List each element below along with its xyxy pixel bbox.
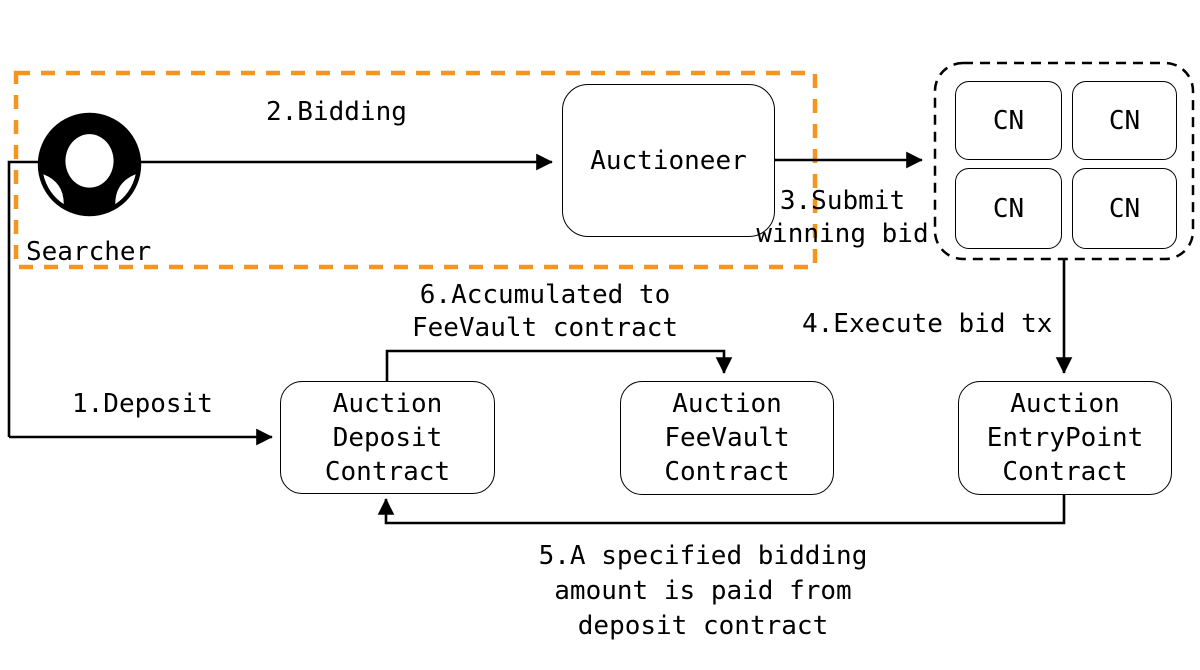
step3-line: 3.Submit <box>779 186 906 216</box>
searcher-dashed-boundary <box>13 70 818 270</box>
cn-node: CN <box>955 81 1062 160</box>
deposit-contract-line: Auction <box>332 388 443 419</box>
deposit-contract-line: Deposit <box>332 422 443 453</box>
step6-label: 6.Accumulated to FeeVault contract <box>410 279 680 345</box>
step4-label: 4.Execute bid tx <box>802 309 1053 339</box>
step3-line: winning bid <box>756 219 929 249</box>
payment-arrow <box>377 493 1066 525</box>
cn-node: CN <box>1072 168 1177 249</box>
entrypoint-contract-line: EntryPoint <box>986 423 1144 453</box>
deposit-contract-node: Auction Deposit Contract <box>280 381 495 494</box>
step2-label: 2.Bidding <box>266 97 407 127</box>
auctioneer-label: Auctioneer <box>590 145 747 176</box>
feevault-contract-line: Auction <box>672 389 782 419</box>
cn-label: CN <box>1108 105 1141 136</box>
cn-label: CN <box>1108 193 1141 224</box>
searcher-label: Searcher <box>26 237 152 267</box>
feevault-contract-node: Auction FeeVault Contract <box>620 381 834 495</box>
feevault-contract-line: FeeVault <box>664 423 790 453</box>
step6-line: FeeVault contract <box>411 313 679 343</box>
step5-line: deposit contract <box>577 611 829 641</box>
entrypoint-contract-line: Contract <box>1002 457 1128 487</box>
entrypoint-contract-node: Auction EntryPoint Contract <box>958 381 1172 495</box>
cn-label: CN <box>992 105 1025 136</box>
cn-node: CN <box>955 168 1062 249</box>
cn-node: CN <box>1072 81 1177 160</box>
step1-label: 1.Deposit <box>72 389 213 419</box>
feevault-contract-line: Contract <box>664 457 790 487</box>
accumulate-arrow <box>385 349 733 381</box>
bidding-arrow <box>7 153 553 437</box>
step3-label: 3.Submit winning bid <box>750 185 935 251</box>
step6-line: 6.Accumulated to <box>419 280 671 310</box>
cn-label: CN <box>992 193 1025 224</box>
step5-line: 5.A specified bidding <box>538 541 868 571</box>
step5-label: 5.A specified bidding amount is paid fro… <box>478 539 928 644</box>
person-icon <box>37 112 142 217</box>
deposit-contract-line: Contract <box>324 456 451 487</box>
entrypoint-contract-line: Auction <box>1010 389 1120 419</box>
step5-line: amount is paid from <box>554 576 852 606</box>
auctioneer-node: Auctioneer <box>562 84 775 237</box>
